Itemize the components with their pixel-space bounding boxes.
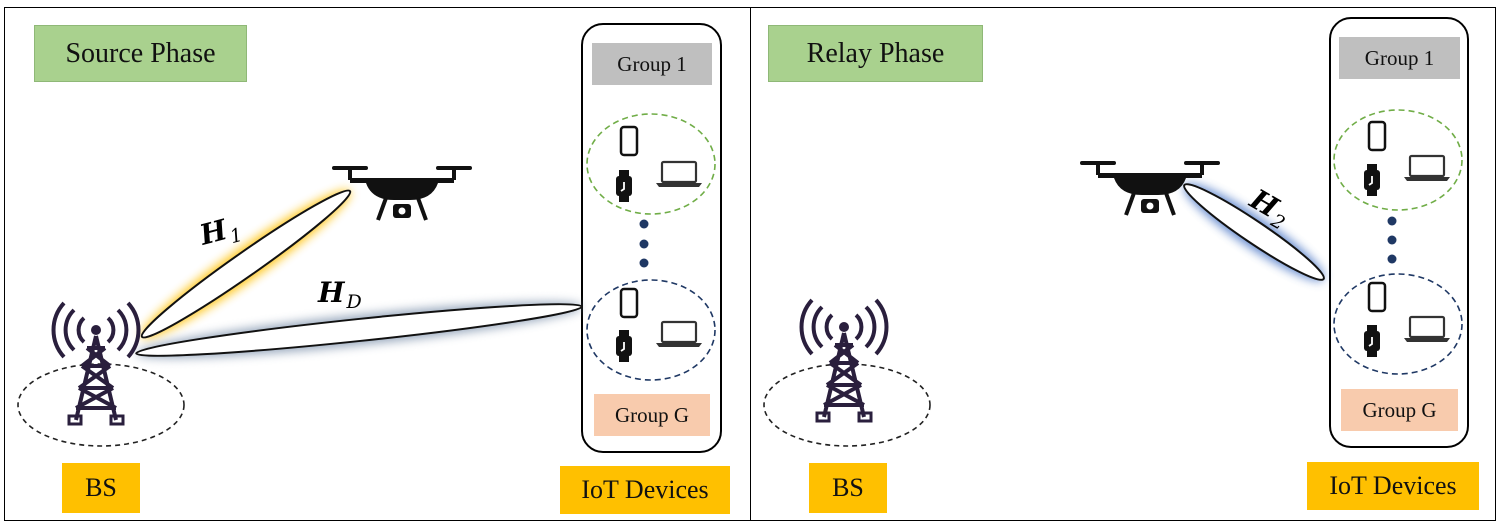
cell-tower-icon <box>799 298 889 423</box>
group-1-label-left: Group 1 <box>592 43 712 85</box>
ellipsis-dot <box>1387 235 1397 245</box>
relay-phase-label: Relay Phase <box>768 25 983 82</box>
relay-phase-panel <box>750 7 1496 521</box>
laptop-icon <box>1402 315 1452 344</box>
smartwatch-icon <box>615 329 633 363</box>
ellipsis-dot <box>639 258 649 268</box>
bs-coverage-left <box>17 363 185 447</box>
laptop-icon <box>654 160 704 189</box>
channel-h1-label: H1 <box>195 209 245 255</box>
drone-icon <box>330 164 474 222</box>
group-1-label-right: Group 1 <box>1339 37 1460 79</box>
laptop-icon <box>654 320 704 349</box>
bs-label-left: BS <box>62 463 140 513</box>
laptop-icon <box>1402 154 1452 183</box>
group-g-label-right: Group G <box>1341 389 1458 431</box>
smartwatch-icon <box>1363 324 1381 358</box>
group-g-ring-left <box>586 279 716 381</box>
cell-tower-icon <box>51 301 141 426</box>
ellipsis-dot <box>1387 254 1397 264</box>
group-g-label-left: Group G <box>594 394 710 436</box>
beam-h1 <box>140 189 352 339</box>
source-phase-label: Source Phase <box>34 25 247 82</box>
ellipsis-dot <box>1387 216 1397 226</box>
iot-label-left: IoT Devices <box>560 466 730 514</box>
iot-device-container-right <box>1329 17 1469 448</box>
iot-device-container-left <box>581 23 722 453</box>
smartphone-icon <box>619 125 639 157</box>
smartwatch-icon <box>1363 163 1381 197</box>
group-g-ring-right <box>1333 273 1463 375</box>
iot-label-right: IoT Devices <box>1307 462 1479 510</box>
beam-hd <box>135 303 583 357</box>
beam-h2 <box>1183 183 1325 281</box>
smartphone-icon <box>1367 120 1387 152</box>
group-1-ring-right <box>1333 109 1463 211</box>
ellipsis-dot <box>639 219 649 229</box>
smartphone-icon <box>1367 281 1387 313</box>
smartwatch-icon <box>615 169 633 203</box>
bs-label-right: BS <box>809 463 887 513</box>
ellipsis-dot <box>639 239 649 249</box>
smartphone-icon <box>619 287 639 319</box>
group-1-ring-left <box>586 113 716 215</box>
